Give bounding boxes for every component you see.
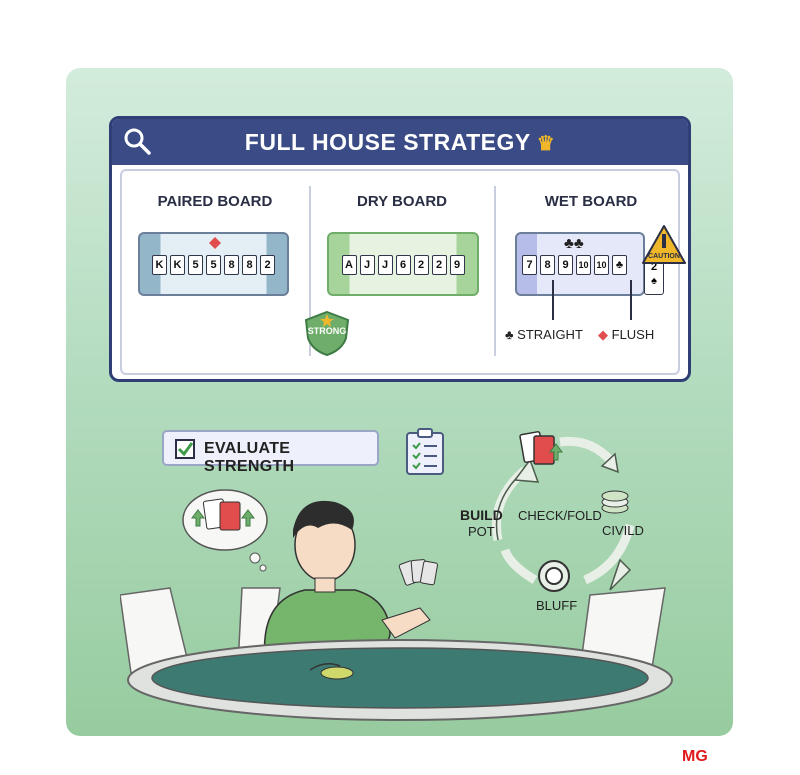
column-divider (309, 186, 311, 356)
caution-warning-icon (642, 225, 686, 264)
clipboard-checklist-icon (406, 428, 444, 475)
watermark-logo: MG (682, 748, 708, 765)
playing-card: K (152, 255, 167, 275)
playing-card: J (359, 255, 375, 275)
edge-card-rank: 2 (650, 261, 658, 273)
playing-card: 2 (413, 255, 429, 275)
playing-card: 8 (224, 255, 239, 275)
legend-straight: ♣ STRAIGHT (505, 327, 583, 342)
page-title: FULL HOUSE STRATEGY♛ (112, 129, 688, 156)
playing-card: 7 (522, 255, 537, 275)
playing-card: 9 (449, 255, 465, 275)
club-icon: ♣ (505, 327, 514, 342)
dry-board: A J J 6 2 2 9 (327, 232, 479, 296)
playing-card: 5 (188, 255, 203, 275)
crown-icon: ♛ (536, 133, 556, 155)
playing-card: 10 (576, 255, 591, 275)
dry-board-cards: A J J 6 2 2 9 (329, 255, 477, 275)
paired-board: K K 5 5 8 8 2 (138, 232, 289, 296)
checkbox-icon (175, 439, 195, 459)
playing-card: 9 (558, 255, 573, 275)
legend-flush: ◆ FLUSH (598, 327, 654, 343)
playing-card: 8 (242, 255, 257, 275)
playing-card: 10 (594, 255, 609, 275)
wet-board-title: WET BOARD (544, 193, 638, 210)
pot-label: POT (468, 524, 495, 539)
playing-card: 8 (540, 255, 555, 275)
cards-icon (519, 431, 563, 465)
chips-stack-icon (601, 490, 629, 514)
playing-card: 2 (431, 255, 447, 275)
evaluate-strength-badge: EVALUATE STRENGTH (162, 430, 379, 475)
clubs-icon: ♣♣ (564, 235, 584, 252)
evaluate-strength-label: EVALUATE STRENGTH (204, 440, 295, 475)
playing-card: 2 (260, 255, 275, 275)
playing-card: 5 (206, 255, 221, 275)
paired-board-title: PAIRED BOARD (157, 193, 273, 210)
playing-card: K (170, 255, 185, 275)
cycle-check-fold: CHECK/FOLD (518, 508, 602, 523)
playing-card: A (341, 255, 357, 275)
build-label: BUILD (460, 507, 503, 523)
playing-card: 6 (395, 255, 411, 275)
column-divider (494, 186, 496, 356)
legend-flush-label: FLUSH (611, 327, 655, 342)
dry-board-title: DRY BOARD (356, 193, 447, 210)
wet-board: ♣♣ 7 8 9 10 10 ♣ (515, 232, 645, 296)
caution-label: CAUTION (648, 253, 680, 260)
poker-table-scene (120, 489, 673, 721)
flush-pointer-line (630, 280, 632, 320)
boards-frame (120, 169, 680, 375)
diamond-icon: ◆ (598, 327, 608, 342)
diamond-icon (209, 237, 221, 249)
strong-badge-shield-icon (304, 310, 350, 356)
card-header: FULL HOUSE STRATEGY♛ (112, 119, 688, 165)
poker-chip-icon (538, 560, 570, 592)
strong-badge-label: STRONG (307, 326, 347, 336)
cycle-civild: CIVILD (602, 523, 644, 538)
playing-card: J (377, 255, 393, 275)
legend-straight-label: STRAIGHT (517, 327, 583, 342)
edge-playing-card: 2♠ (644, 259, 664, 295)
paired-board-cards: K K 5 5 8 8 2 (140, 255, 287, 275)
wet-board-cards: 7 8 9 10 10 ♣ (522, 255, 648, 275)
straight-pointer-line (552, 280, 554, 320)
cycle-bluff: BLUFF (536, 598, 578, 613)
title-text: FULL HOUSE STRATEGY (244, 129, 531, 155)
search-icon (124, 128, 151, 155)
playing-card: ♣ (612, 255, 627, 275)
spade-icon: ♠ (651, 275, 657, 287)
strategy-cycle-arrows (492, 436, 635, 591)
